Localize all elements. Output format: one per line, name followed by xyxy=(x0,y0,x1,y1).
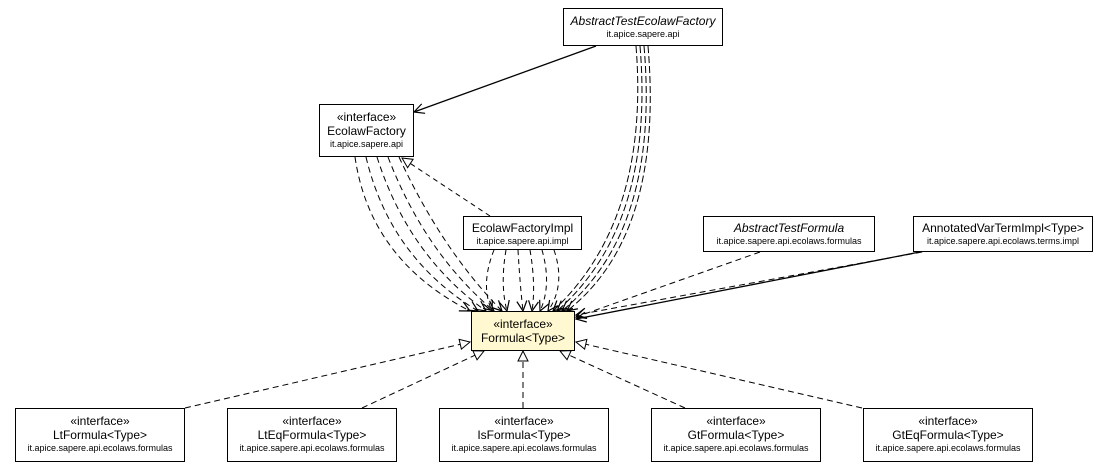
stereotype-label: «interface» xyxy=(493,317,553,331)
stereotype-label: «interface» xyxy=(282,414,342,428)
edge-test-factory-to-ecolaw-factory xyxy=(414,45,597,112)
interface-name: GtEqFormula<Type> xyxy=(892,428,1004,442)
interface-name: LtEqFormula<Type> xyxy=(257,428,367,442)
class-name: EcolawFactoryImpl xyxy=(471,221,574,235)
stereotype-label: «interface» xyxy=(918,414,978,428)
package-name: it.apice.sapere.api.ecolaws.formulas xyxy=(716,236,862,246)
interface-name: EcolawFactory xyxy=(327,124,406,138)
package-name: it.apice.sapere.api.ecolaws.formulas xyxy=(451,443,597,453)
class-name: AbstractTestFormula xyxy=(733,221,845,235)
edge-annotated-var-to-formula-dashed xyxy=(576,251,923,315)
stereotype-label: «interface» xyxy=(70,414,130,428)
class-abstract-test-ecolaw-factory[interactable]: AbstractTestEcolawFactory it.apice.saper… xyxy=(563,8,723,46)
class-annotated-var-term-impl[interactable]: AnnotatedVarTermImpl<Type> it.apice.sape… xyxy=(913,216,1093,252)
package-name: it.apice.sapere.api.impl xyxy=(476,236,569,246)
stereotype-label: «interface» xyxy=(494,414,554,428)
interface-ecolaw-factory[interactable]: «interface» EcolawFactory it.apice.saper… xyxy=(319,104,414,157)
package-name: it.apice.sapere.api xyxy=(606,29,680,39)
interface-gt-formula[interactable]: «interface» GtFormula<Type> it.apice.sap… xyxy=(651,408,821,462)
interface-name: GtFormula<Type> xyxy=(687,428,785,442)
interface-name: Formula<Type> xyxy=(480,331,566,345)
class-name: AbstractTestEcolawFactory xyxy=(570,14,716,28)
edges-factory-impl-to-formula xyxy=(486,249,560,311)
package-name: it.apice.sapere.api xyxy=(329,139,404,149)
stereotype-label: «interface» xyxy=(336,110,397,124)
edges-subformulas-extend-formula xyxy=(184,342,863,409)
edge-factory-impl-realizes-ecolaw-factory xyxy=(402,158,491,217)
interface-lteq-formula[interactable]: «interface» LtEqFormula<Type> it.apice.s… xyxy=(227,408,397,462)
class-abstract-test-formula[interactable]: AbstractTestFormula it.apice.sapere.api.… xyxy=(703,216,875,252)
interface-formula[interactable]: «interface» Formula<Type> xyxy=(471,311,575,351)
interface-is-formula[interactable]: «interface» IsFormula<Type> it.apice.sap… xyxy=(439,408,609,462)
stereotype-label: «interface» xyxy=(706,414,766,428)
class-ecolaw-factory-impl[interactable]: EcolawFactoryImpl it.apice.sapere.api.im… xyxy=(463,216,582,250)
edges-test-factory-to-formula xyxy=(553,45,651,311)
interface-name: LtFormula<Type> xyxy=(52,428,148,442)
package-name: it.apice.sapere.api.ecolaws.formulas xyxy=(875,443,1021,453)
package-name: it.apice.sapere.api.ecolaws.formulas xyxy=(27,443,173,453)
package-name: it.apice.sapere.api.ecolaws.terms.impl xyxy=(926,236,1080,246)
interface-lt-formula[interactable]: «interface» LtFormula<Type> it.apice.sap… xyxy=(15,408,185,462)
package-name: it.apice.sapere.api.ecolaws.formulas xyxy=(663,443,809,453)
class-name: AnnotatedVarTermImpl<Type> xyxy=(922,221,1084,235)
interface-name: IsFormula<Type> xyxy=(477,428,571,442)
edge-test-formula-to-formula xyxy=(576,251,761,317)
interface-gteq-formula[interactable]: «interface» GtEqFormula<Type> it.apice.s… xyxy=(863,408,1033,462)
package-name: it.apice.sapere.api.ecolaws.formulas xyxy=(239,443,385,453)
edges-ecolaw-factory-to-formula xyxy=(354,156,502,311)
